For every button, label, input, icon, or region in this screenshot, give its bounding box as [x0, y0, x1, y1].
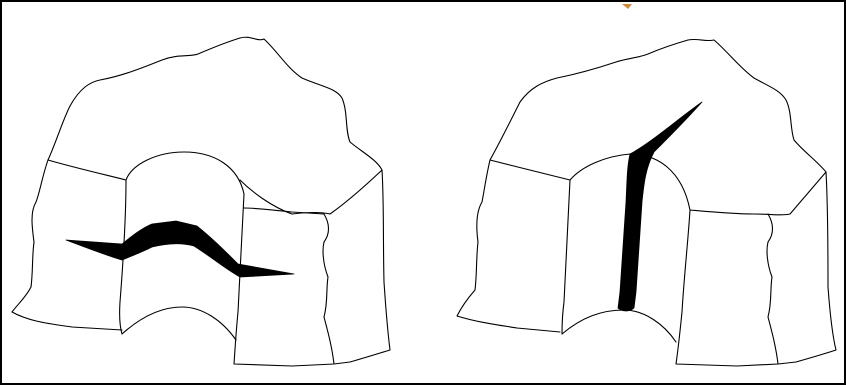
right-segment-left	[562, 180, 570, 334]
right-tunnel-diagram	[457, 39, 836, 366]
left-horizontal-crack	[66, 221, 294, 277]
right-crown-seam	[490, 160, 826, 215]
left-block-outline	[12, 37, 390, 364]
right-arch-bottom	[562, 310, 676, 342]
right-segment-right	[676, 210, 778, 366]
left-segment-right	[234, 194, 334, 366]
left-tunnel-diagram	[12, 37, 390, 366]
left-arch-top	[126, 152, 244, 194]
top-orange-mark	[622, 4, 632, 9]
left-crown-seam	[48, 160, 382, 214]
left-arch-bottom	[122, 307, 236, 340]
